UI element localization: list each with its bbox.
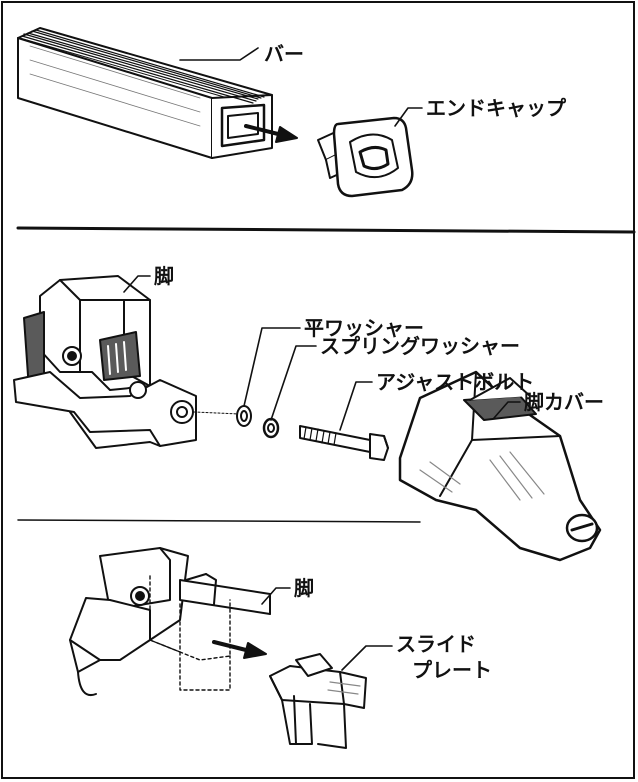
end-cap-illustration (317, 116, 414, 198)
bar-label: バー (264, 42, 304, 66)
section-divider-1 (16, 226, 636, 234)
flat-washer-leader-line (243, 327, 301, 407)
section-divider-2 (17, 519, 421, 523)
leg-cover-label: 脚カバー (524, 390, 604, 414)
spring-washer-leader-line (270, 345, 317, 421)
remove-direction-arrow (244, 124, 298, 143)
adjust-bolt-leader-line (339, 381, 373, 431)
slide-plate-leader-line (341, 645, 393, 671)
slide-direction-arrow (212, 640, 267, 659)
leg-cover-leader-line (493, 401, 521, 419)
leg-illustration (13, 275, 197, 449)
leg-bottom-leader-line (261, 587, 291, 605)
spring-washer-illustration (262, 417, 280, 439)
adjust-bolt-illustration (299, 425, 389, 461)
flat-washer-illustration (236, 405, 252, 427)
flat-washer-label: 平ワッシャー (304, 316, 424, 340)
bolt-axis-line (193, 411, 241, 415)
leg-bottom-illustration (69, 547, 271, 696)
leg-bottom-label: 脚 (294, 576, 314, 600)
end-cap-label: エンドキャップ (426, 96, 566, 120)
leg-top-leader-line (123, 275, 151, 293)
slide-plate-illustration (269, 653, 367, 749)
slide-plate-label-line2: プレート (412, 658, 492, 682)
bar-leader-line (179, 47, 259, 61)
leg-top-label: 脚 (154, 264, 174, 288)
roof-bar-illustration (17, 27, 273, 159)
adjust-bolt-label: アジャストボルト (376, 370, 535, 394)
end-cap-leader-line (394, 107, 423, 127)
spring-washer-label: スプリングワッシャー (320, 334, 520, 358)
slide-plate-label-line1: スライド (396, 632, 476, 656)
